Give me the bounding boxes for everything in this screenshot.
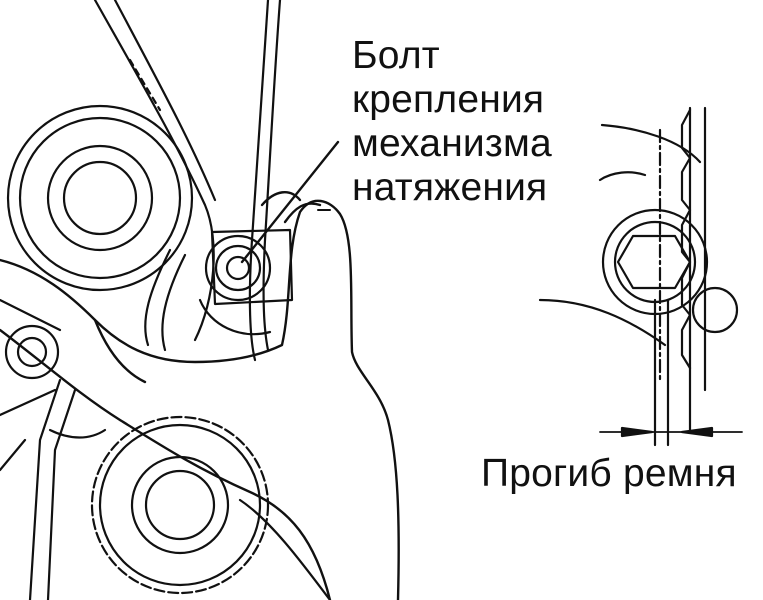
belt-deflection-label: Прогиб ремня bbox=[481, 452, 737, 495]
bolt-label-line: Болт bbox=[352, 34, 440, 77]
timing-belt bbox=[93, 0, 282, 362]
idler-pulley bbox=[0, 298, 62, 417]
engine-housing bbox=[0, 378, 332, 600]
tensioner-pulley bbox=[198, 228, 294, 336]
bolt-label-line: механизма bbox=[352, 122, 552, 165]
hand bbox=[0, 191, 400, 600]
bolt-label: Болт крепления механизма натяжения bbox=[352, 34, 552, 210]
lower-sprocket bbox=[90, 415, 270, 595]
bolt-label-line: натяжения bbox=[352, 166, 548, 209]
upper-pulley bbox=[6, 104, 194, 292]
detail-view bbox=[538, 106, 743, 447]
bolt-leader-line bbox=[240, 140, 340, 264]
bolt-label-line: крепления bbox=[352, 78, 545, 121]
